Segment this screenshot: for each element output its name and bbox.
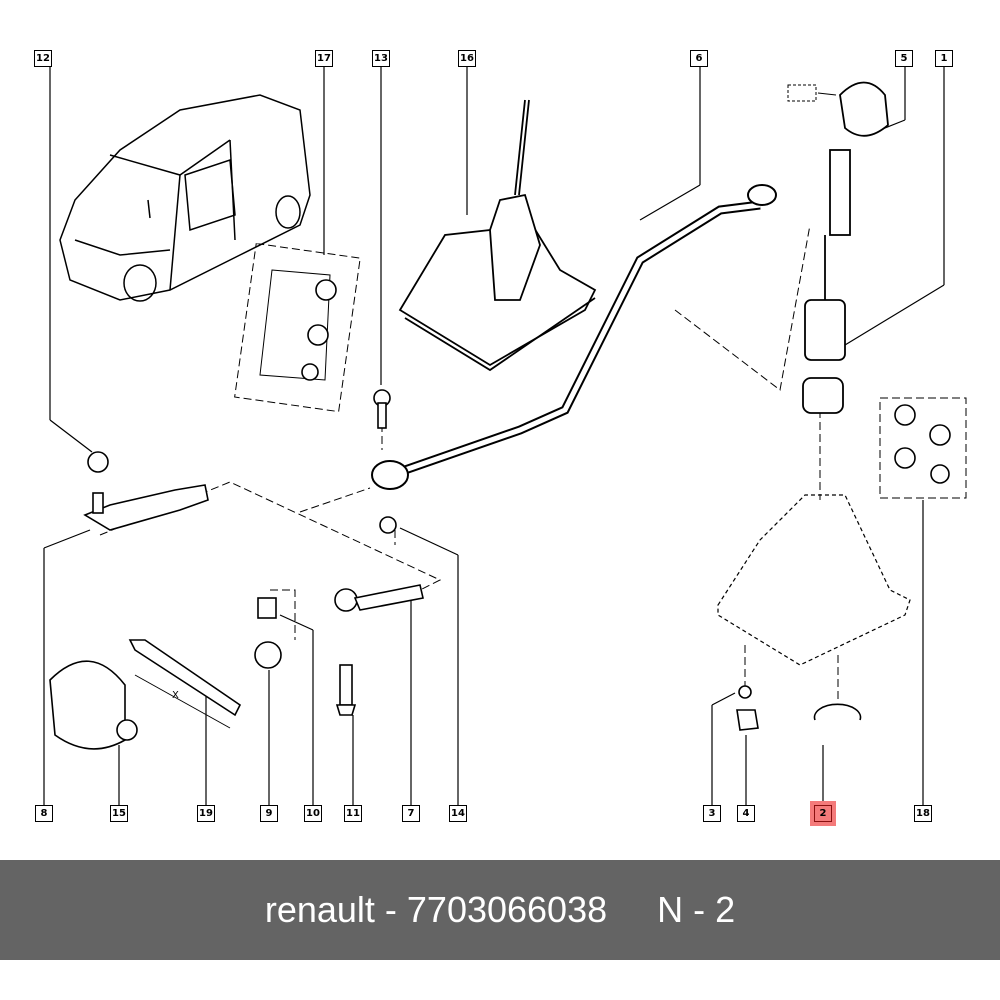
callout-4[interactable]: 4 [737,805,755,822]
gear-knob [787,81,889,137]
callout-7[interactable]: 7 [402,805,420,822]
callout-6[interactable]: 6 [690,50,708,67]
gear-linkage-rod [371,184,777,490]
callout-12[interactable]: 12 [34,50,52,67]
callout-1[interactable]: 1 [935,50,953,67]
callout-19[interactable]: 19 [197,805,215,822]
gear-lever [802,149,851,414]
callout-2[interactable]: 2 [814,805,832,822]
callout-17[interactable]: 17 [315,50,333,67]
dimension-x-arrow [134,674,231,729]
small-parts [49,269,951,750]
callout-16[interactable]: 16 [458,50,476,67]
callout-14[interactable]: 14 [449,805,467,822]
parts-diagram: X [43,66,967,805]
callout-13[interactable]: 13 [372,50,390,67]
footer-bar: renault - 7703066038 N - 2 [0,860,1000,960]
lever-base-ghost [717,494,911,666]
assembly-dashed-lines [99,224,967,700]
callout-11[interactable]: 11 [344,805,362,822]
callout-18[interactable]: 18 [914,805,932,822]
gear-shifter-housing [398,99,597,372]
callout-10[interactable]: 10 [304,805,322,822]
callout-9[interactable]: 9 [260,805,278,822]
callout-5[interactable]: 5 [895,50,913,67]
dimension-label: X [172,690,179,701]
van-illustration [59,94,311,302]
footer-text: renault - 7703066038 N - 2 [264,889,736,930]
callout-3[interactable]: 3 [703,805,721,822]
callout-15[interactable]: 15 [110,805,128,822]
callout-8[interactable]: 8 [35,805,53,822]
leader-lines [43,66,945,805]
